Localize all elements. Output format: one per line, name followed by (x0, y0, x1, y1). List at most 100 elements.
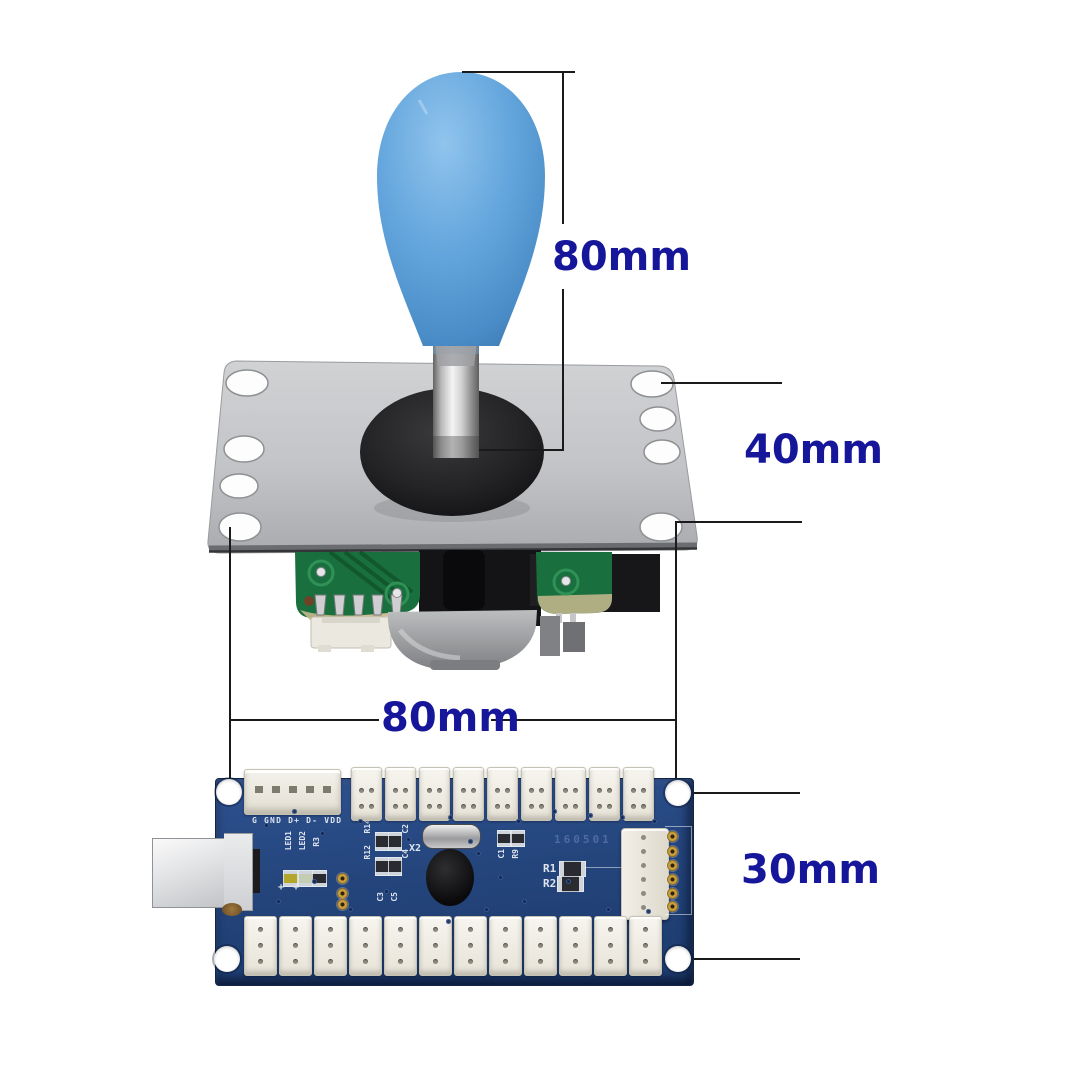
silkscreen-bracket (665, 826, 692, 915)
via (320, 831, 325, 836)
usb-port-front (152, 838, 226, 908)
jst-connector-bottom (629, 916, 662, 976)
ball-top (377, 72, 545, 346)
gold-pad (337, 888, 348, 899)
via (516, 819, 521, 824)
mounting-hole (214, 946, 240, 972)
jst-connector-bottom (419, 916, 452, 976)
usb-pinout-label: G GND D+ D- VDD (252, 816, 343, 825)
plate-hole (639, 406, 677, 432)
via (652, 819, 657, 824)
via (588, 813, 593, 818)
via (446, 919, 451, 924)
silkscreen-r2: R2 (543, 877, 557, 890)
via (646, 909, 651, 914)
silkscreen-r1: R1 (543, 862, 557, 875)
gold-pad (337, 873, 348, 884)
c4-component (388, 857, 402, 876)
via (606, 907, 611, 912)
joystick-shaft (433, 338, 479, 458)
dim-line-30-bottom (677, 958, 800, 960)
wire-connector (310, 616, 392, 652)
via (348, 907, 353, 912)
gold-pad (667, 888, 678, 899)
usb-solder-slot (251, 849, 260, 893)
jst-connector-bottom (349, 916, 382, 976)
silkscreen-r3: R3 (312, 837, 321, 847)
r2-component (557, 876, 584, 892)
joystick-pcb-right (536, 552, 612, 623)
r9-component (511, 830, 525, 847)
via (552, 809, 557, 814)
led1-component (283, 870, 298, 887)
gold-pad (667, 846, 678, 857)
jst-connector-top (487, 767, 518, 821)
joystick-under-assembly (295, 550, 660, 670)
silkscreen-c5: C5 (390, 892, 399, 902)
dim-line-left-vertical (229, 527, 231, 790)
silkscreen-r12: R12 (363, 845, 372, 860)
jst-connector-top (351, 767, 382, 821)
jst-connector-top (555, 767, 586, 821)
jst-connector-bottom (384, 916, 417, 976)
gold-pad (337, 899, 348, 910)
via (406, 837, 411, 842)
via (276, 899, 281, 904)
dim-line-40-bottom (676, 521, 802, 523)
via (476, 851, 481, 856)
dim-line-40-top (661, 382, 782, 384)
via (358, 819, 363, 824)
dim-line-30-top (677, 792, 800, 794)
r12-component (375, 857, 389, 876)
batch-code: 160501 (554, 833, 612, 846)
via (522, 899, 527, 904)
mounting-hole (665, 946, 691, 972)
plate-hole (219, 473, 259, 499)
silkscreen-c2: C2 (401, 824, 410, 834)
silkscreen-r9: R9 (511, 849, 520, 859)
black-component-disc (426, 849, 474, 906)
plate-hole (643, 439, 681, 465)
plate-hole (630, 370, 674, 398)
dim-line-80-inner (479, 449, 564, 451)
plus-mark: + (293, 882, 300, 893)
c2-component (388, 832, 402, 851)
usb-pinout-connector (244, 769, 341, 815)
gold-pad (667, 860, 678, 871)
jst-connector-bottom (524, 916, 557, 976)
silkscreen-c1: C1 (497, 849, 506, 859)
via (312, 879, 317, 884)
via (292, 809, 297, 814)
joystick-pcb-left (295, 550, 420, 620)
plate-hole (223, 435, 265, 463)
jst-connector-bottom (489, 916, 522, 976)
via (468, 839, 473, 844)
via (264, 823, 269, 828)
jst-connector-top (385, 767, 416, 821)
joystick-photo (207, 72, 698, 670)
r1-component (559, 861, 586, 877)
silkscreen-led1: LED1 (284, 831, 293, 851)
c1-component (497, 830, 511, 847)
usb-port (152, 833, 253, 916)
plate-hole (225, 369, 269, 397)
pivot-housing (387, 610, 585, 670)
via (498, 875, 503, 880)
dim-label-encoder-height: 30mm (741, 847, 881, 893)
via (484, 907, 489, 912)
dim-line-80-upper (562, 71, 564, 224)
dim-label-plate-depth: 40mm (744, 427, 884, 473)
dim-line-80-lower (562, 289, 564, 451)
encoder-board: G GND D+ D- VDD LED1 LED2 R3 + + R14 C2 … (214, 767, 694, 986)
dim-line-80b-left (230, 719, 379, 721)
dim-line-right-vertical (675, 521, 677, 793)
jst-connector-top (589, 767, 620, 821)
gold-pad (667, 874, 678, 885)
via (448, 815, 453, 820)
jst-connector-bottom (314, 916, 347, 976)
mounting-hole (665, 780, 691, 806)
gold-pad (667, 901, 678, 912)
silkscreen-c3: C3 (376, 892, 385, 902)
led2-component (298, 870, 313, 887)
